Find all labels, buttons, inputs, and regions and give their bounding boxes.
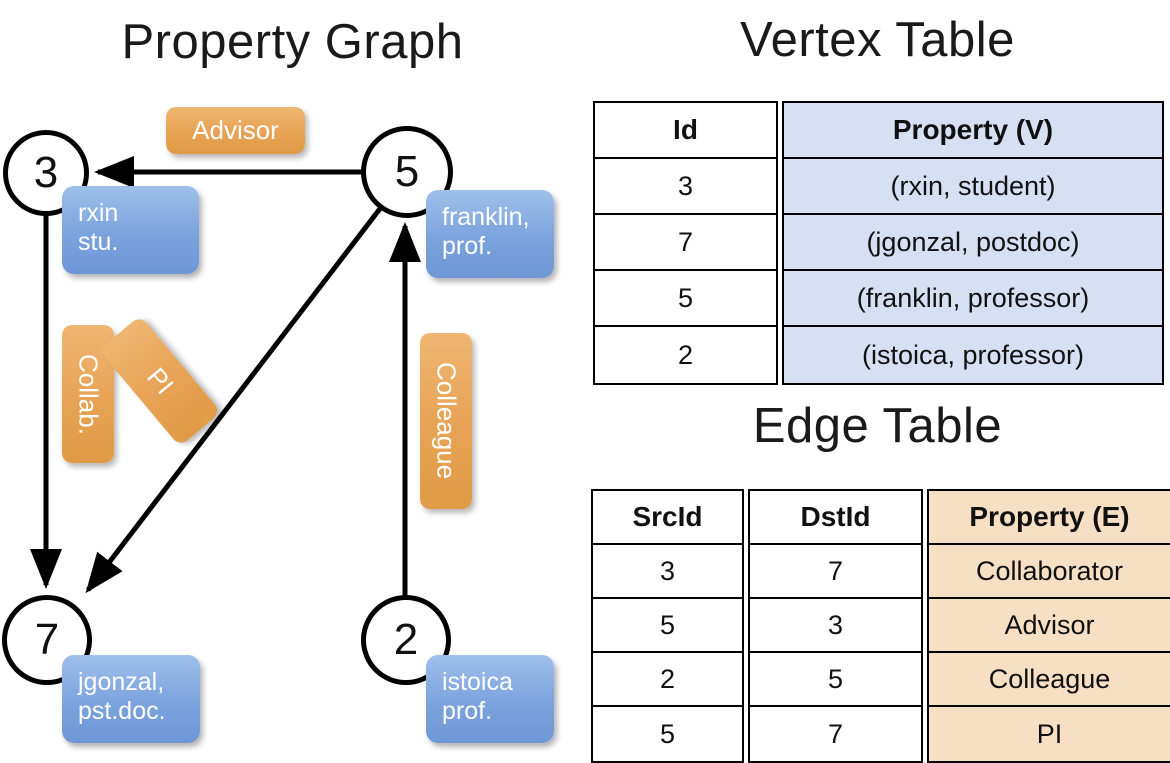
vertex-table-col-id: Id 3 7 5 2 xyxy=(593,101,778,385)
node-property-line-1: istoica xyxy=(442,668,513,696)
node-property-box-rxin[interactable]: rxin stu. xyxy=(62,186,199,274)
vertex-table-cell-prop-row4: (istoica, professor) xyxy=(784,327,1162,383)
edge-table-cell-src-row1: 3 xyxy=(593,545,742,599)
edge-table-cell-dst-row4: 7 xyxy=(827,718,844,749)
node-property-line-2: pst.doc. xyxy=(78,696,166,725)
vertex-table-cell-prop-row2: (jgonzal, postdoc) xyxy=(784,215,1162,271)
edge-table-cell-prop-row4: PI xyxy=(929,707,1170,761)
vertex-table-header-id: Id xyxy=(595,103,776,159)
edge-table-cell-prop-row3: Colleague xyxy=(929,653,1170,707)
node-property-line-2: prof. xyxy=(442,231,493,260)
vertex-table-cell-id-row2: 7 xyxy=(595,215,776,271)
edge-table-cell-prop-row2: Advisor xyxy=(929,599,1170,653)
edge-table-header-srcid: SrcId xyxy=(593,491,742,545)
edge-table-col-srcid: SrcId 3 5 2 5 xyxy=(591,489,744,763)
edge-table-cell-dst-row1: 7 xyxy=(750,545,921,599)
vertex-table-title: Vertex Table xyxy=(740,13,1015,67)
node-property-line-2: stu. xyxy=(78,227,119,256)
vertex-table-cell-id-row3: 5 xyxy=(595,271,776,327)
edge-table-title: Edge Table xyxy=(752,399,1003,453)
edge-label-colleague[interactable]: Colleague xyxy=(420,333,472,509)
graph-node-2[interactable]: 2 xyxy=(361,595,451,685)
edge-label-collab[interactable]: Collab. xyxy=(62,325,114,463)
vertex-table-cell-prop-row3: (franklin, professor) xyxy=(784,271,1162,327)
property-graph-title: Property Graph xyxy=(121,15,464,69)
node-property-line-2: prof. xyxy=(442,696,493,725)
edge-table-header-dstid: DstId xyxy=(750,491,921,545)
graph-edges xyxy=(30,156,421,596)
edge-table-cell-prop-row1: Collaborator xyxy=(929,545,1170,599)
vertex-table-header-property: Property (V) xyxy=(784,103,1162,159)
node-property-line-1: rxin xyxy=(78,199,119,227)
edge-table-cell-dst-row2: 3 xyxy=(750,599,921,653)
edge-table-col-dstid: DstId 7 3 5 7 xyxy=(748,489,923,763)
edge-table-cell-src-row4: 5 xyxy=(659,718,676,749)
node-property-line-1: jgonzal, xyxy=(78,668,165,696)
edge-table-col-property: Property (E) Collaborator Advisor Collea… xyxy=(927,489,1170,763)
vertex-table: Id 3 7 5 2 Property (V) (rxin, student) … xyxy=(593,101,1164,385)
edge-table-cell-src-row3: 2 xyxy=(593,653,742,707)
vertex-table-cell-id-row4: 2 xyxy=(677,339,694,370)
node-property-box-franklin[interactable]: franklin, prof. xyxy=(426,190,554,278)
edge-table-cell-dst-row3: 5 xyxy=(750,653,921,707)
edge-label-advisor[interactable]: Advisor xyxy=(166,107,305,154)
node-property-box-istoica[interactable]: istoica prof. xyxy=(426,655,554,743)
vertex-table-cell-prop-row1: (rxin, student) xyxy=(784,159,1162,215)
edge-5-to-7 xyxy=(85,204,384,594)
edge-table: SrcId 3 5 2 5 DstId 7 3 5 7 Property (E)… xyxy=(591,489,1170,763)
node-property-box-jgonzal[interactable]: jgonzal, pst.doc. xyxy=(62,655,200,743)
edge-table-header-property: Property (E) xyxy=(929,491,1170,545)
edge-table-cell-src-row2: 5 xyxy=(593,599,742,653)
vertex-table-col-property: Property (V) (rxin, student) (jgonzal, p… xyxy=(782,101,1164,385)
node-property-line-1: franklin, xyxy=(442,203,530,231)
vertex-table-cell-id-row1: 3 xyxy=(595,159,776,215)
graph-node-5[interactable]: 5 xyxy=(361,126,453,218)
